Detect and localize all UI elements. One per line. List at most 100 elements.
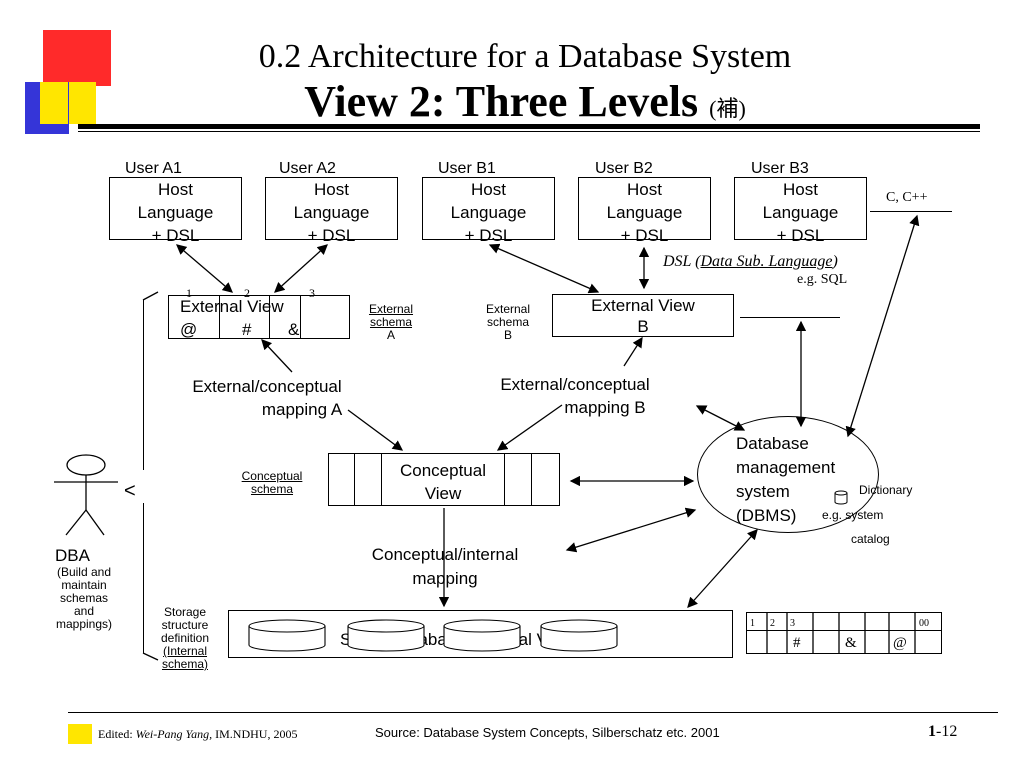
stored-database-label: Stored database (Internal View) xyxy=(340,630,579,649)
ext-a-num-2: 2 xyxy=(244,286,250,300)
host-line: Host xyxy=(158,180,193,199)
title-note: (補) xyxy=(709,96,746,121)
table-row-divider xyxy=(746,630,942,631)
host-line: + DSL xyxy=(307,226,356,245)
page-number: 1-12 xyxy=(928,723,957,741)
dba-desc-line: and xyxy=(73,604,95,618)
mapping-a-line: External/conceptual xyxy=(192,377,342,396)
ext-schema-a-line: A xyxy=(386,328,395,342)
ext-view-b-line: B xyxy=(637,317,649,336)
dictionary-label: Dictionary xyxy=(859,483,913,497)
ext-a-divider-2 xyxy=(269,295,270,339)
footer-edited: Edited: Wei-Pang Yang, IM.NDHU, 2005 xyxy=(98,727,297,742)
footer-yellow-square xyxy=(68,724,92,744)
host-line: Language xyxy=(450,203,527,222)
title-rule-thick xyxy=(78,124,980,129)
table-num-2: 2 xyxy=(770,618,775,629)
arrow-dbms-stored xyxy=(687,529,758,608)
dba-desc-line: schemas xyxy=(59,591,109,605)
logo-yellow-top xyxy=(40,82,68,124)
mapping-a-line: mapping A xyxy=(261,400,343,419)
dba-bracket-bottom xyxy=(143,503,144,653)
host-language-box-b3: Host Language + DSL xyxy=(734,177,867,245)
storage-line: Storage xyxy=(163,605,207,619)
cv-divider-3 xyxy=(504,453,505,506)
cv-divider-4 xyxy=(531,453,532,506)
ext-view-b-line: External View xyxy=(591,296,695,315)
cs-line: schema xyxy=(250,482,294,496)
dba-label: DBA xyxy=(55,546,90,565)
host-line: + DSL xyxy=(620,226,669,245)
ci-line: mapping xyxy=(412,569,478,588)
user-label-a1: User A1 xyxy=(125,160,182,177)
storage-line: schema) xyxy=(161,657,208,671)
user-label-b2: User B2 xyxy=(595,160,653,177)
page-number-rest: -12 xyxy=(936,723,958,740)
footer-rule xyxy=(68,712,998,713)
host-language-box-b1: Host Language + DSL xyxy=(422,177,555,245)
arrow-ccpp-dbms xyxy=(845,214,920,438)
eg-sql-label: e.g. SQL xyxy=(797,272,848,287)
ext-a-divider-3 xyxy=(300,295,301,339)
host-line: + DSL xyxy=(151,226,200,245)
external-schema-b-label: External schema B xyxy=(477,303,539,342)
dbms-label: Database management system (DBMS) xyxy=(736,432,835,528)
host-line: Language xyxy=(606,203,683,222)
user-label-b1: User B1 xyxy=(438,160,496,177)
host-line: Language xyxy=(293,203,370,222)
external-schema-a-label: External schema A xyxy=(360,303,422,342)
conceptual-internal-mapping: Conceptual/internal mapping xyxy=(350,543,540,591)
arrow-dbms-ci-mapping xyxy=(565,507,697,553)
arrow-ext-a-mapping xyxy=(261,339,293,373)
user-label-b3: User B3 xyxy=(751,160,809,177)
storage-structure-definition: Storage structure definition (Internal s… xyxy=(152,606,218,671)
external-conceptual-mapping-b: External/conceptual mapping B xyxy=(480,373,670,419)
conceptual-schema-label: Conceptual schema xyxy=(232,470,312,496)
table-num-3: 3 xyxy=(790,618,795,629)
dsl-underline-text: Data Sub. Language xyxy=(700,253,833,270)
host-line: Host xyxy=(314,180,349,199)
page-number-bold: 1 xyxy=(928,723,936,740)
host-line: Language xyxy=(762,203,839,222)
arrow-a2-ext-a xyxy=(274,244,328,293)
dba-desc-line: mappings) xyxy=(55,617,113,631)
footer-source: Source: Database System Concepts, Silber… xyxy=(375,725,720,740)
storage-line: (Internal xyxy=(162,644,208,658)
catalog-label: catalog xyxy=(851,532,890,546)
ext-a-cell-at: @ xyxy=(180,320,198,339)
cs-line: Conceptual xyxy=(241,469,303,483)
dba-bracket-tick-top xyxy=(142,291,159,301)
internal-record-table xyxy=(746,612,942,654)
dba-desc-line: maintain xyxy=(61,578,107,592)
cv-divider-2 xyxy=(381,453,382,506)
arrow-a1-ext-a xyxy=(176,244,233,293)
footer-edited-label: Edited: xyxy=(98,727,136,741)
ext-schema-b-line: schema xyxy=(486,315,530,329)
eg-system-label: e.g. system xyxy=(822,508,884,522)
arrow-b1-ext-b xyxy=(488,243,600,294)
footer-org: IM.NDHU, 2005 xyxy=(212,727,298,741)
logo-red-square xyxy=(43,30,111,86)
ext-a-cell-amp: & xyxy=(288,320,300,339)
table-cell-hash: # xyxy=(793,635,801,651)
external-view-b: External View B xyxy=(552,294,734,337)
title-rule-thin xyxy=(78,131,980,132)
dbms-line: (DBMS) xyxy=(736,506,797,525)
table-cell-amp: & xyxy=(845,635,857,651)
dsl-prefix: DSL ( xyxy=(663,253,701,270)
slide-title: View 2: Three Levels (補) xyxy=(150,78,900,133)
host-line: Host xyxy=(783,180,818,199)
dba-description: (Build and maintain schemas and mappings… xyxy=(42,566,126,631)
mapping-b-line: mapping B xyxy=(564,398,646,417)
table-num-00: 00 xyxy=(919,618,929,629)
ext-schema-a-line: External xyxy=(368,302,414,316)
title-text: View 2: Three Levels xyxy=(304,77,699,126)
host-line: + DSL xyxy=(464,226,513,245)
footer-author: Wei-Pang Yang, xyxy=(135,727,213,741)
dbms-line: system xyxy=(736,482,790,501)
user-label-a2: User A2 xyxy=(279,160,336,177)
ext-schema-a-line: schema xyxy=(369,315,413,329)
ext-a-cell-hash: # xyxy=(242,320,252,339)
ext-view-a-title: External View xyxy=(180,297,284,316)
host-language-box-a2: Host Language + DSL xyxy=(265,177,398,245)
